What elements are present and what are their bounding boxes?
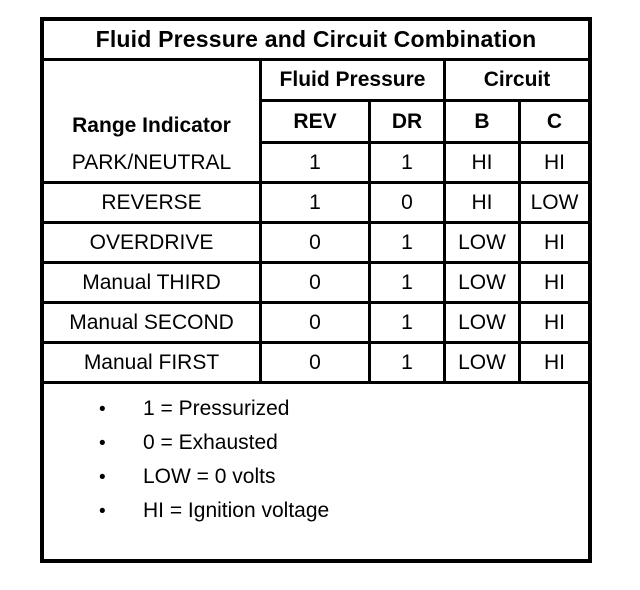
rev-cell: 0 <box>262 264 371 301</box>
group-header-fluid-pressure: Fluid Pressure <box>262 61 446 102</box>
table-row: Manual FIRST 0 1 LOW HI <box>44 344 588 384</box>
note-text: LOW = 0 volts <box>143 465 276 488</box>
rev-cell: 1 <box>262 144 371 181</box>
bullet-icon: • <box>99 467 106 488</box>
note-text: 0 = Exhausted <box>143 431 278 454</box>
table-header: Range Indicator Fluid Pressure Circuit R… <box>44 61 588 144</box>
col-header-rev: REV <box>262 102 371 144</box>
table-row: REVERSE 1 0 HI LOW <box>44 184 588 224</box>
bullet-icon: • <box>99 501 106 522</box>
range-cell: Manual SECOND <box>44 304 262 341</box>
note-item: • HI = Ignition voltage <box>99 500 578 523</box>
b-cell: HI <box>446 184 521 221</box>
range-cell: Manual FIRST <box>44 344 262 381</box>
note-item: • 1 = Pressurized <box>99 398 578 421</box>
note-text: 1 = Pressurized <box>143 397 290 420</box>
dr-cell: 1 <box>371 264 446 301</box>
dr-cell: 1 <box>371 304 446 341</box>
c-cell: LOW <box>530 190 579 214</box>
col-header-b: B <box>446 102 521 144</box>
table-row: OVERDRIVE 0 1 LOW HI <box>44 224 588 264</box>
col-header-c: C <box>521 102 588 144</box>
rev-cell: 1 <box>262 184 371 221</box>
rev-cell: 0 <box>262 224 371 261</box>
bullet-icon: • <box>99 433 106 454</box>
rev-cell: 0 <box>262 304 371 341</box>
range-cell: REVERSE <box>44 184 262 221</box>
rev-cell: 0 <box>262 344 371 381</box>
b-cell: LOW <box>446 224 521 261</box>
c-cell: HI <box>544 350 565 374</box>
table-title: Fluid Pressure and Circuit Combination <box>44 21 588 61</box>
dr-cell: 1 <box>371 224 446 261</box>
c-cell: HI <box>544 310 565 334</box>
note-text: HI = Ignition voltage <box>143 499 330 522</box>
c-cell: HI <box>544 230 565 254</box>
b-cell: LOW <box>446 264 521 301</box>
range-cell: PARK/NEUTRAL <box>44 144 262 181</box>
b-cell: LOW <box>446 304 521 341</box>
col-header-dr: DR <box>371 102 446 144</box>
c-cell: HI <box>544 150 565 174</box>
dr-cell: 1 <box>371 344 446 381</box>
dr-cell: 1 <box>371 144 446 181</box>
group-header-circuit: Circuit <box>446 61 588 102</box>
table-row: Manual SECOND 0 1 LOW HI <box>44 304 588 344</box>
legend-notes: • 1 = Pressurized • 0 = Exhausted • LOW … <box>44 384 588 559</box>
bullet-icon: • <box>99 399 106 420</box>
table-row: Manual THIRD 0 1 LOW HI <box>44 264 588 304</box>
fluid-pressure-table: Fluid Pressure and Circuit Combination R… <box>40 17 592 563</box>
table-row: PARK/NEUTRAL 1 1 HI HI <box>44 144 588 184</box>
b-cell: LOW <box>446 344 521 381</box>
range-indicator-header: Range Indicator <box>44 61 262 144</box>
note-item: • LOW = 0 volts <box>99 466 578 489</box>
range-cell: OVERDRIVE <box>44 224 262 261</box>
c-cell: HI <box>544 270 565 294</box>
note-item: • 0 = Exhausted <box>99 432 578 455</box>
b-cell: HI <box>446 144 521 181</box>
dr-cell: 0 <box>371 184 446 221</box>
range-cell: Manual THIRD <box>44 264 262 301</box>
